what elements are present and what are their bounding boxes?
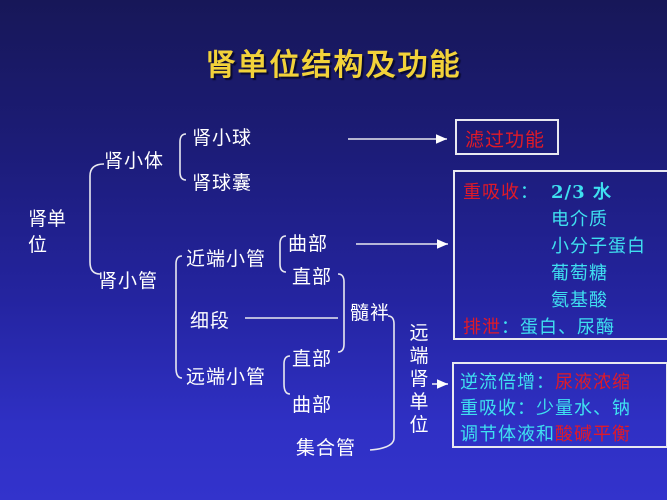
regulate-label: 调节体液和 <box>460 424 555 445</box>
node-bowman-capsule: 肾球囊 <box>192 172 253 194</box>
excrete-items: 蛋白、尿酶 <box>520 317 615 338</box>
urine-concentration: 尿液浓缩 <box>555 372 631 393</box>
proximal-function-box: 重吸收： 2/3 水 电介质 小分子蛋白 葡萄糖 氨基酸 排泄：蛋白、尿酶 <box>453 170 667 340</box>
colon: ： <box>501 317 520 338</box>
reabsorb-item-glucose: 葡萄糖 <box>551 263 608 284</box>
filtration-function-box: 滤过功能 <box>455 119 559 155</box>
reabsorb-label: 重吸收 <box>463 182 520 203</box>
distal-function-box: 逆流倍增：尿液浓缩 重吸收：少量水、钠 调节体液和酸碱平衡 <box>452 362 667 448</box>
countercurrent-label: 逆流倍增： <box>460 372 555 393</box>
node-renal-tubule: 肾小管 <box>98 270 159 292</box>
tubule-bracket <box>175 255 183 379</box>
node-distal-tubule: 远端小管 <box>186 366 267 388</box>
node-collecting-duct: 集合管 <box>296 437 357 459</box>
root-label-nephron: 肾单位 <box>28 206 72 258</box>
acid-base-balance: 酸碱平衡 <box>555 424 631 445</box>
node-proximal-convoluted: 曲部 <box>288 233 329 255</box>
distal-line-3: 调节体液和酸碱平衡 <box>460 420 631 446</box>
node-thin-segment: 细段 <box>190 310 231 332</box>
filtration-label: 滤过功能 <box>465 129 546 151</box>
excrete-label: 排泄 <box>463 317 501 338</box>
loop-bracket <box>337 273 345 353</box>
root-bracket <box>89 163 105 275</box>
reabsorb-item-electrolyte: 电介质 <box>551 209 608 230</box>
colon: ： <box>520 182 539 203</box>
proximal-bracket <box>279 235 287 273</box>
reabsorb-item-small-protein: 小分子蛋白 <box>551 236 646 257</box>
reabsorb-item-water: 2/3 水 <box>551 182 612 203</box>
root-text: 肾单位 <box>28 208 67 256</box>
node-glomerulus: 肾小球 <box>192 127 253 149</box>
distal-bracket <box>283 355 291 395</box>
distal-line-1: 逆流倍增：尿液浓缩 <box>460 368 631 394</box>
node-distal-convoluted: 曲部 <box>292 394 333 416</box>
corpuscle-bracket <box>179 133 187 181</box>
node-distal-straight: 直部 <box>292 348 333 370</box>
reabsorb-heading: 重吸收： <box>463 178 539 204</box>
excrete-line: 排泄：蛋白、尿酶 <box>463 313 615 339</box>
distal-nephron-bracket <box>369 315 395 451</box>
node-distal-nephron: 远端肾单位 <box>409 322 429 436</box>
node-medullary-loop: 髓袢 <box>350 302 391 324</box>
distal-line-2: 重吸收：少量水、钠 <box>460 398 631 419</box>
node-renal-corpuscle: 肾小体 <box>104 150 165 172</box>
node-proximal-tubule: 近端小管 <box>186 248 267 270</box>
node-proximal-straight: 直部 <box>292 266 333 288</box>
reabsorb-item-amino-acid: 氨基酸 <box>551 290 608 311</box>
page-title: 肾单位结构及功能 <box>205 48 462 83</box>
